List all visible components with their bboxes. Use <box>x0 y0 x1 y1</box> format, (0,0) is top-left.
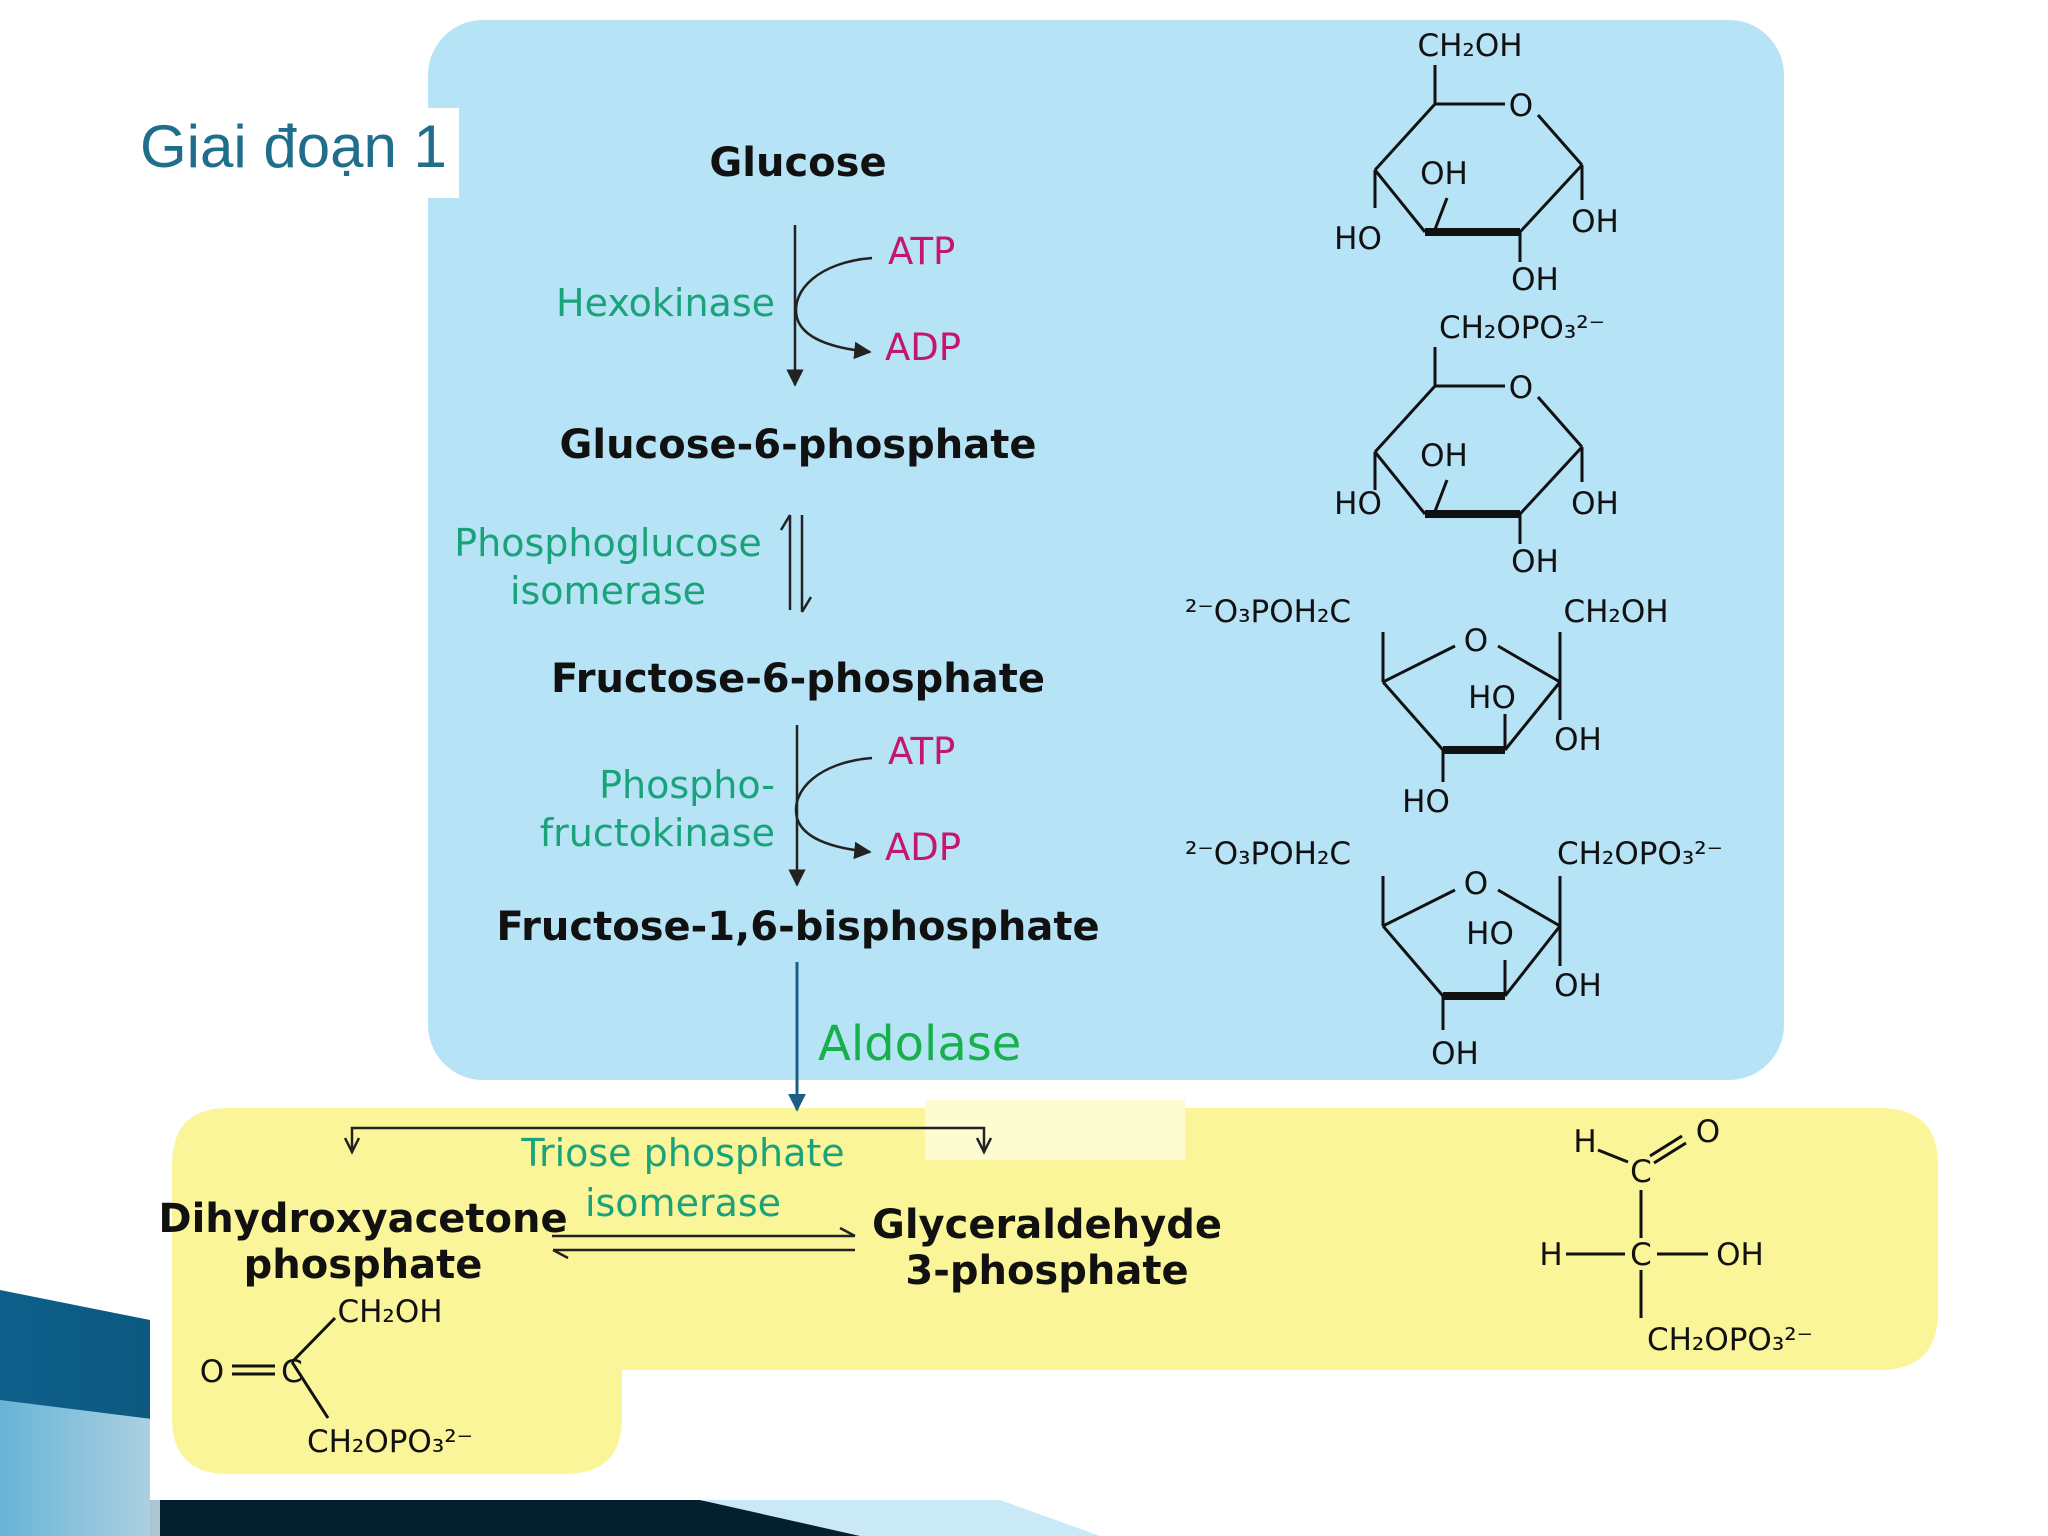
upper-box <box>428 20 1784 1080</box>
f6p-structure-labels: ²⁻O₃POH₂C CH₂OH O HO OH HO <box>1185 594 1669 820</box>
g6p-structure <box>1373 347 1584 544</box>
svg-text:CH₂OH: CH₂OH <box>1417 28 1522 64</box>
dhap-structure <box>232 1316 337 1419</box>
svg-text:OH: OH <box>1431 1036 1479 1072</box>
svg-text:OH: OH <box>1420 156 1468 192</box>
glucose-structure <box>1373 65 1584 262</box>
cofactor-arc <box>794 756 873 860</box>
hexokinase-step: Hexokinase ATP ADP <box>556 225 961 387</box>
f16bp-structure-labels: ²⁻O₃POH₂C CH₂OPO₃²⁻ O HO OH OH <box>1185 836 1723 1072</box>
svg-text:HO: HO <box>1334 221 1382 257</box>
svg-text:OH: OH <box>1554 722 1602 758</box>
svg-text:C: C <box>1630 1237 1652 1273</box>
svg-text:O: O <box>1696 1114 1720 1150</box>
g3p-label-line1: Glyceraldehyde <box>872 1202 1222 1248</box>
svg-text:OH: OH <box>1554 968 1602 1004</box>
enzyme-label-line1: Phospho- <box>599 763 775 807</box>
svg-text:OH: OH <box>1511 262 1559 298</box>
enzyme-label-line1: Phosphoglucose <box>454 521 762 565</box>
f16bp-structure <box>1381 876 1562 1030</box>
svg-text:CH₂OPO₃²⁻: CH₂OPO₃²⁻ <box>1439 310 1605 346</box>
lower-box <box>172 1108 1938 1474</box>
svg-text:H: H <box>1573 1124 1596 1160</box>
cofactor-arc <box>794 256 873 360</box>
svg-text:OH: OH <box>1511 544 1559 580</box>
decorative-swoosh <box>0 1290 1100 1536</box>
svg-text:CH₂OPO₃²⁻: CH₂OPO₃²⁻ <box>1557 836 1723 872</box>
svg-text:OH: OH <box>1571 204 1619 240</box>
slide-title: Giai đoạn 1 <box>130 108 459 198</box>
slide-title-text: Giai đoạn 1 <box>140 113 447 180</box>
svg-text:²⁻O₃POH₂C: ²⁻O₃POH₂C <box>1185 594 1351 630</box>
svg-text:²⁻O₃POH₂C: ²⁻O₃POH₂C <box>1185 836 1351 872</box>
f6p-structure <box>1381 632 1562 782</box>
g3p-structure-labels: H C O H C OH CH₂OPO₃²⁻ <box>1539 1114 1813 1358</box>
pfk-step: Phospho- fructokinase ATP ADP <box>540 725 961 887</box>
svg-text:CH₂OPO₃²⁻: CH₂OPO₃²⁻ <box>307 1424 473 1460</box>
dhap-label-line1: Dihydroxyacetone <box>158 1196 567 1242</box>
svg-text:O: O <box>1464 866 1488 902</box>
glucose-label: Glucose <box>709 140 886 186</box>
dhap-label-line2: phosphate <box>244 1242 483 1288</box>
g6p-label: Glucose-6-phosphate <box>560 422 1037 468</box>
svg-text:H: H <box>1539 1237 1562 1273</box>
f16bp-label: Fructose-1,6-bisphosphate <box>496 904 1099 950</box>
atp-label: ATP <box>888 730 955 773</box>
svg-text:O: O <box>1509 88 1533 124</box>
pgi-step: Phosphoglucose isomerase <box>454 514 813 613</box>
g3p-label-line2: 3-phosphate <box>905 1248 1188 1294</box>
adp-label: ADP <box>885 326 961 369</box>
aldolase-step: Aldolase <box>788 962 1021 1112</box>
g6p-structure-labels: CH₂OPO₃²⁻ O OH HO OH OH <box>1334 310 1619 580</box>
svg-text:CH₂OH: CH₂OH <box>337 1294 442 1330</box>
svg-text:O: O <box>1464 623 1488 659</box>
g3p-structure <box>1566 1134 1708 1318</box>
highlight-patch <box>925 1100 1185 1160</box>
enzyme-label-line2: isomerase <box>510 569 706 613</box>
svg-text:CH₂OH: CH₂OH <box>1563 594 1668 630</box>
svg-text:C: C <box>281 1354 303 1390</box>
atp-label: ATP <box>888 230 955 273</box>
svg-text:O: O <box>200 1354 224 1390</box>
svg-text:HO: HO <box>1334 486 1382 522</box>
tpi-step: Triose phosphate isomerase <box>343 1126 993 1260</box>
adp-label: ADP <box>885 826 961 869</box>
enzyme-label: Hexokinase <box>556 281 775 325</box>
enzyme-label-line2: fructokinase <box>540 811 775 855</box>
svg-text:OH: OH <box>1716 1237 1764 1273</box>
dhap-structure-labels: CH₂OH O C CH₂OPO₃²⁻ <box>200 1294 473 1460</box>
enzyme-label-line2: isomerase <box>585 1181 781 1225</box>
svg-text:HO: HO <box>1468 680 1516 716</box>
enzyme-label: Aldolase <box>818 1016 1021 1072</box>
svg-text:O: O <box>1509 370 1533 406</box>
svg-text:HO: HO <box>1402 784 1450 820</box>
split-bracket <box>350 1126 986 1150</box>
svg-text:HO: HO <box>1466 916 1514 952</box>
svg-text:C: C <box>1630 1154 1652 1190</box>
glucose-structure-labels: CH₂OH O OH HO OH OH <box>1334 28 1619 298</box>
svg-text:OH: OH <box>1420 438 1468 474</box>
f6p-label: Fructose-6-phosphate <box>551 656 1045 702</box>
enzyme-label-line1: Triose phosphate <box>520 1131 844 1175</box>
svg-text:CH₂OPO₃²⁻: CH₂OPO₃²⁻ <box>1647 1322 1813 1358</box>
svg-text:OH: OH <box>1571 486 1619 522</box>
